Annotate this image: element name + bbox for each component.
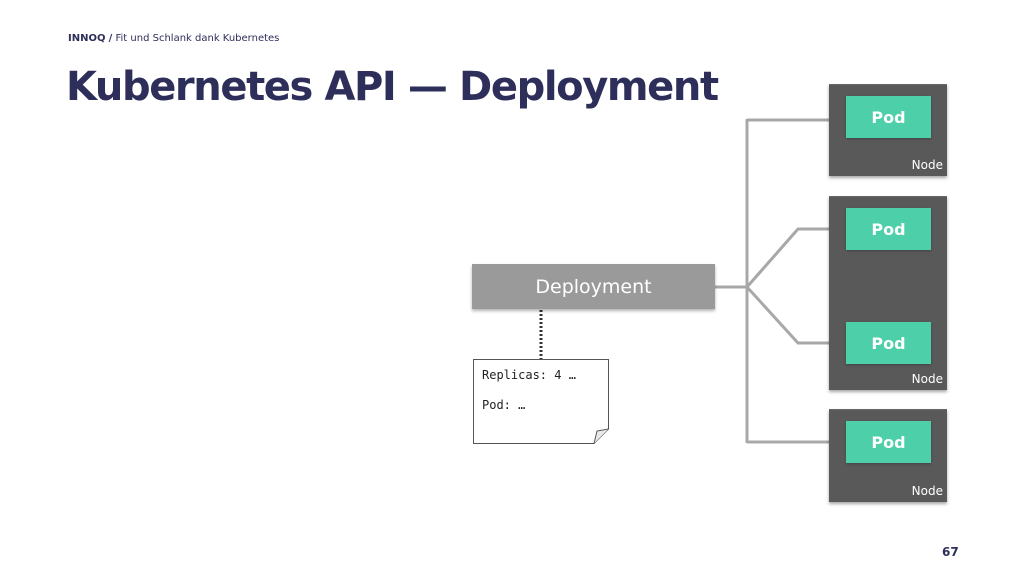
pod-3[interactable]: Pod xyxy=(846,322,931,364)
pod-2[interactable]: Pod xyxy=(846,208,931,250)
node-label: Node xyxy=(911,484,943,498)
manifest-note[interactable]: Replicas: 4 … Pod: … xyxy=(473,359,609,444)
header-subtitle: Fit und Schlank dank Kubernetes xyxy=(115,33,280,44)
page-number: 67 xyxy=(942,545,959,559)
slide-title: Kubernetes API — Deployment xyxy=(66,64,719,110)
brand-label: INNOQ xyxy=(68,33,106,44)
header-separator: / xyxy=(108,33,113,44)
note-shape xyxy=(473,359,609,444)
pod-1[interactable]: Pod xyxy=(846,96,931,138)
node-label: Node xyxy=(911,372,943,386)
slide-header: INNOQ / Fit und Schlank dank Kubernetes xyxy=(68,33,279,44)
node-label: Node xyxy=(911,158,943,172)
manifest-pod: Pod: … xyxy=(482,398,526,412)
pod-4[interactable]: Pod xyxy=(846,421,931,463)
deployment-box[interactable]: Deployment xyxy=(472,264,715,309)
manifest-replicas: Replicas: 4 … xyxy=(482,368,576,382)
